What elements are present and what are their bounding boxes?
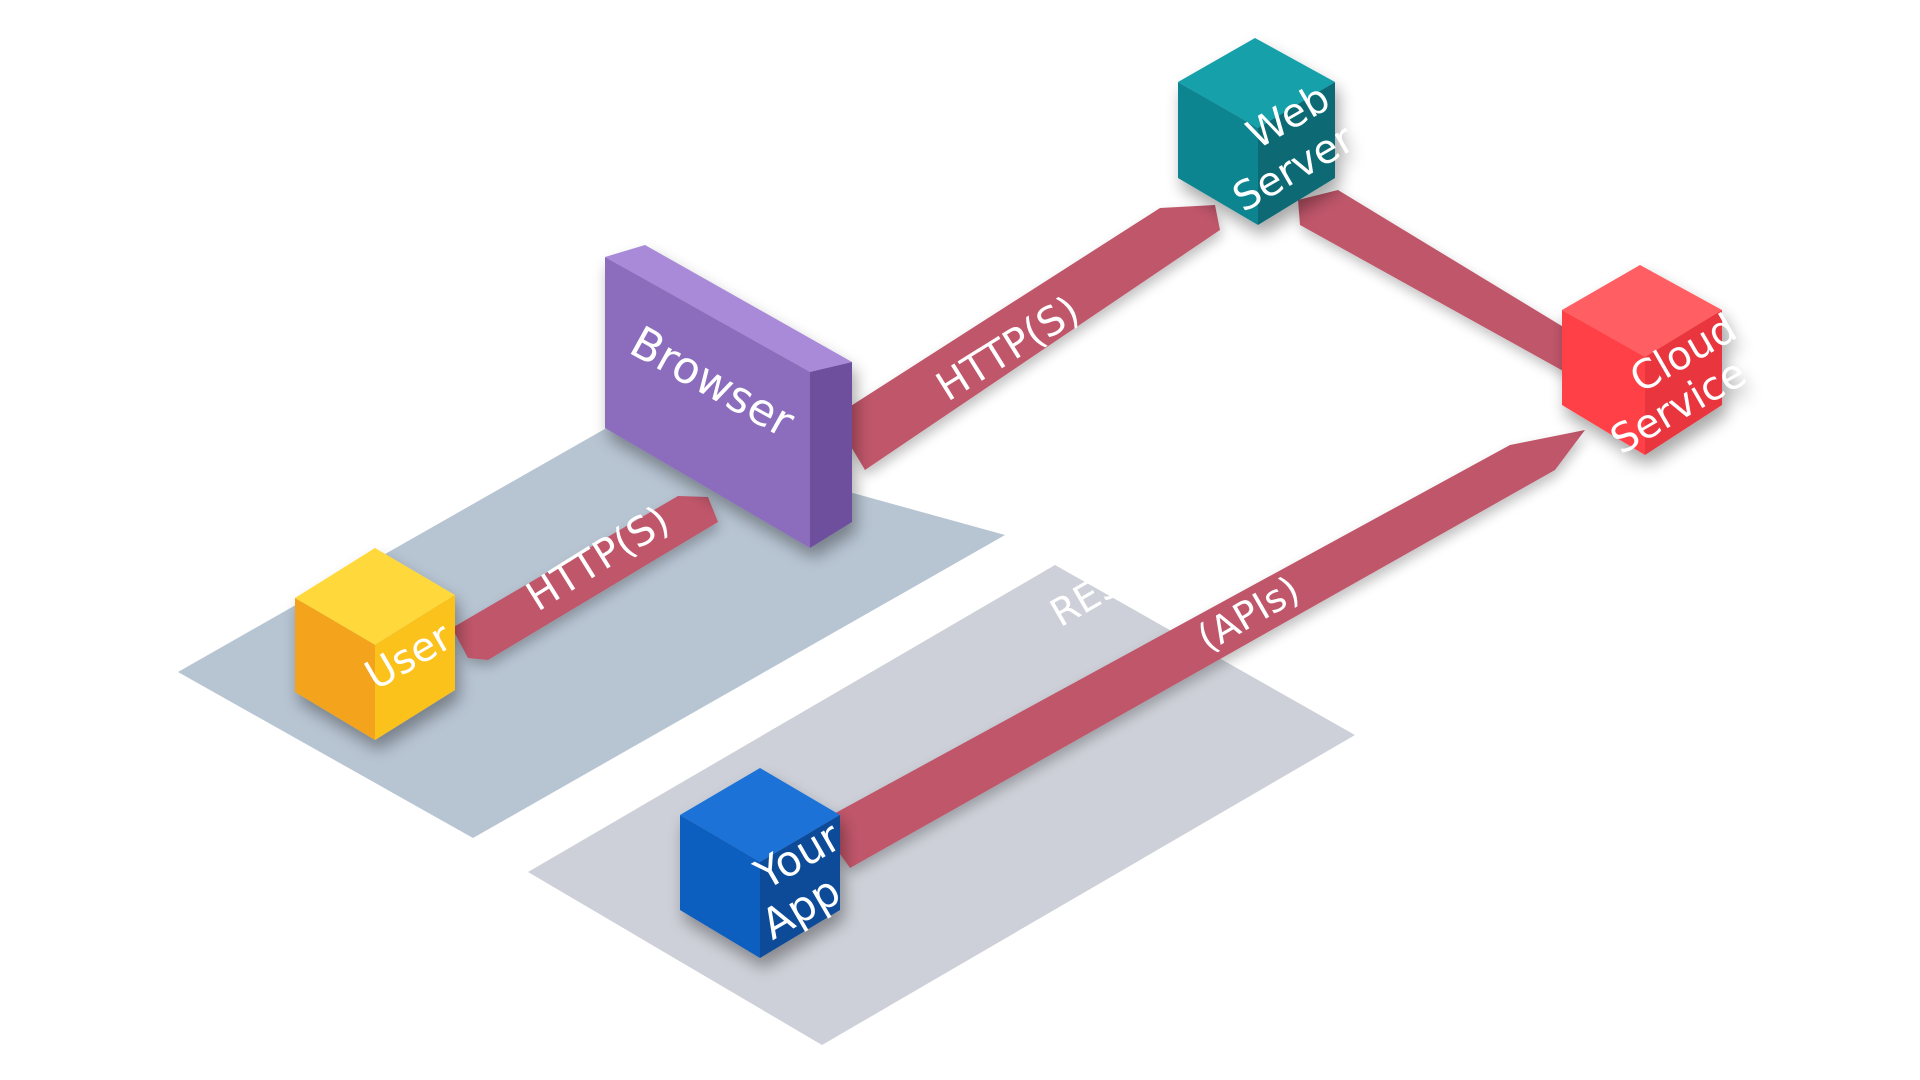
arrow-app-to-cloud	[808, 430, 1585, 868]
user-right	[375, 595, 455, 740]
arrow-cloud-to-web	[1298, 190, 1593, 372]
cloud-front	[1562, 310, 1645, 455]
web-right	[1258, 82, 1335, 225]
browser-top	[605, 245, 852, 372]
your-app-cube: Your App	[680, 768, 849, 958]
arrow-browser-to-web	[832, 205, 1220, 470]
arrow-user-to-browser	[452, 496, 718, 660]
web-front	[1178, 82, 1258, 225]
browser-front	[605, 257, 810, 548]
cloud-right	[1645, 310, 1722, 455]
user-cube: User	[295, 548, 460, 740]
cloud-top	[1562, 265, 1722, 357]
web-top	[1178, 38, 1335, 128]
app-right	[760, 815, 840, 958]
app-front	[680, 815, 760, 958]
user-front	[295, 598, 375, 740]
browser-side	[810, 362, 852, 548]
web-server-cube: Web Server	[1178, 38, 1362, 225]
arrow-label-app-cloud-2: (APIs)	[1190, 567, 1307, 660]
browser-block: Browser	[605, 245, 852, 548]
cloud-service-cube: Cloud Service	[1562, 265, 1754, 464]
user-top	[295, 548, 455, 645]
